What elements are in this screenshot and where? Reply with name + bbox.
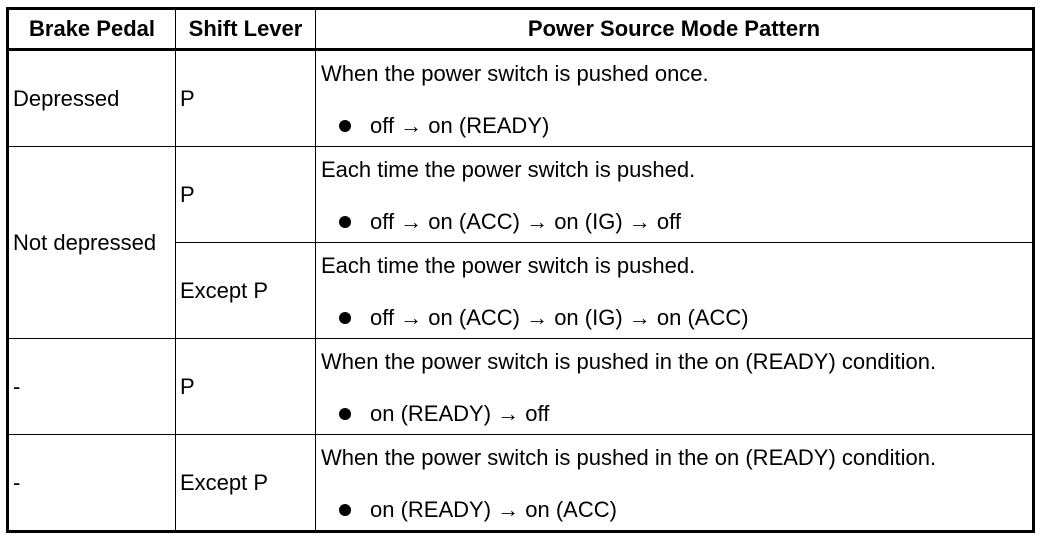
pattern-cell: When the power switch is pushed in the o… [315,434,1034,532]
brake-pedal-cell: - [7,434,176,532]
table-row: Depressed P When the power switch is pus… [7,49,1034,147]
header-pattern: Power Source Mode Pattern [315,8,1034,51]
brake-pedal-cell: - [7,338,176,435]
table-row: Except P Each time the power switch is p… [8,242,1034,339]
bullet-icon [339,503,351,516]
list-item: off → on (ACC) → on (IG) → on (ACC) [321,305,1032,330]
table-row: Not depressed P Each time the power swit… [7,146,1034,339]
bullet-icon [339,119,351,132]
shift-lever-cell: Except P [175,434,316,532]
pattern-description: Each time the power switch is pushed. [321,252,696,278]
bullet-icon [339,407,351,420]
header-row: Brake Pedal Shift Lever Power Source Mod… [7,8,1034,51]
header-brake-pedal: Brake Pedal [7,8,176,51]
header-shift-lever: Shift Lever [175,8,316,51]
shift-lever-cell: Except P [175,242,316,339]
shift-lever-cell: P [175,49,316,147]
pattern-description: When the power switch is pushed once. [321,60,709,86]
mode-sequence: off → on (ACC) → on (IG) → on (ACC) [370,305,749,330]
pattern-cell: Each time the power switch is pushed. of… [315,146,1034,243]
mode-sequence: on (READY) → off [370,401,550,426]
shift-lever-cell: P [175,146,316,243]
table-row: - Except P When the power switch is push… [7,434,1034,532]
shift-lever-cell: P [175,338,316,435]
mode-sequence: on (READY) → on (ACC) [370,497,617,522]
brake-pedal-cell: Depressed [7,49,176,147]
pattern-cell: Each time the power switch is pushed. of… [315,242,1034,339]
list-item: on (READY) → off [321,401,1032,426]
pattern-description: Each time the power switch is pushed. [321,156,696,182]
pattern-description: When the power switch is pushed in the o… [321,348,937,374]
list-item: off → on (READY) [321,113,1032,138]
list-item: off → on (ACC) → on (IG) → off [321,209,1032,234]
mode-sequence: off → on (ACC) → on (IG) → off [370,209,681,234]
pattern-cell: When the power switch is pushed in the o… [315,338,1034,435]
power-source-mode-table: Brake Pedal Shift Lever Power Source Mod… [6,7,1035,533]
pattern-cell: When the power switch is pushed once. of… [315,49,1034,147]
table-row: - P When the power switch is pushed in t… [7,338,1034,435]
bullet-icon [339,311,351,324]
list-item: on (READY) → on (ACC) [321,497,1032,522]
pattern-description: When the power switch is pushed in the o… [321,444,937,470]
bullet-icon [339,215,351,228]
brake-pedal-cell: Not depressed [7,146,176,339]
mode-sequence: off → on (READY) [370,113,550,138]
